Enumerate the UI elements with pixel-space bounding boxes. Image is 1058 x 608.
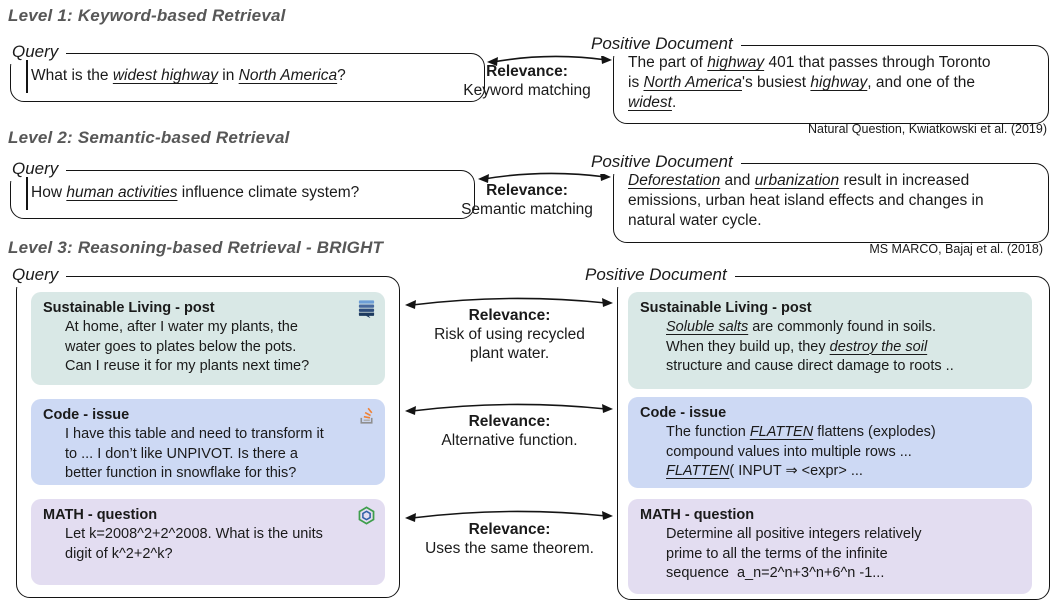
relevance-text: Uses the same theorem. — [425, 540, 594, 557]
card-title: Code - issue — [640, 405, 727, 421]
level1-query-text: What is the widest highway in North Amer… — [31, 67, 346, 84]
card-body: At home, after I water my plants, the wa… — [65, 319, 310, 374]
level3-query-label: Query — [9, 264, 67, 288]
level2-query-box: Query How human activities influence cli… — [9, 158, 475, 219]
level3-positive-doc-box: Positive Document Sustainable Living - p… — [582, 264, 1050, 600]
relevance-title: Relevance: — [468, 307, 551, 324]
doc-card-sustainable-living: Sustainable Living - post Soluble salts … — [628, 292, 1032, 389]
doc-card-code: Code - issue The function FLATTEN flatte… — [628, 397, 1032, 488]
level1-heading: Level 1: Keyword-based Retrieval — [8, 6, 286, 25]
level2-query-label: Query — [9, 158, 67, 182]
level3-query-box: Query Sustainable Living - post At home,… — [9, 264, 400, 598]
level1-positive-doc-box: Positive Document The part of highway 40… — [588, 33, 1049, 124]
double-arrow-icon — [404, 396, 614, 418]
double-arrow-icon — [477, 165, 611, 185]
level3-relevance-2: Relevance: Alternative function. — [412, 412, 607, 450]
relevance-text: Alternative function. — [441, 432, 578, 449]
aops-icon — [357, 506, 376, 525]
doc-card-math: MATH - question Determine all positive i… — [628, 499, 1032, 594]
double-arrow-icon — [404, 290, 614, 312]
level1-query-box: Query What is the widest highway in Nort… — [9, 41, 485, 102]
level3-doc-label: Positive Document — [582, 264, 735, 288]
double-arrow-icon — [486, 48, 612, 68]
level1-citation: Natural Question, Kwiatkowski et al. (20… — [808, 122, 1047, 136]
card-body: Determine all positive integers relative… — [666, 526, 922, 581]
level2-query-text: How human activities influence climate s… — [31, 184, 360, 201]
relevance-title: Relevance: — [468, 413, 551, 430]
level1-doc-text: The part of highway 401 that passes thro… — [628, 54, 991, 111]
query-card-math: MATH - question Let k=2008^2+2^2008. Wha… — [31, 499, 385, 585]
query-card-code: Code - issue I have this table and need … — [31, 399, 385, 485]
card-body: Soluble salts are commonly found in soil… — [666, 319, 954, 374]
card-title: Sustainable Living - post — [640, 300, 812, 316]
label-tick — [26, 60, 28, 93]
relevance-text: Risk of using recycled plant water. — [434, 326, 585, 362]
card-title: Code - issue — [43, 407, 130, 423]
level2-doc-label: Positive Document — [588, 151, 741, 175]
label-tick — [26, 177, 28, 210]
level2-positive-doc-box: Positive Document Deforestation and urba… — [588, 151, 1049, 243]
stack-overflow-icon — [357, 406, 376, 425]
card-title: MATH - question — [640, 507, 755, 523]
level3-heading: Level 3: Reasoning-based Retrieval - BRI… — [8, 238, 384, 257]
double-arrow-icon — [404, 503, 614, 525]
card-body: I have this table and need to transform … — [65, 426, 324, 481]
level2-citation: MS MARCO, Bajaj et al. (2018) — [869, 242, 1043, 256]
level2-relevance: Relevance: Semantic matching — [442, 181, 612, 219]
card-title: MATH - question — [43, 507, 158, 523]
relevance-title: Relevance: — [468, 521, 551, 538]
relevance-title: Relevance: — [486, 182, 568, 199]
level1-query-label: Query — [9, 41, 67, 65]
card-body: Let k=2008^2+2^2008. What is the units d… — [65, 526, 323, 562]
level2-doc-text: Deforestation and urbanization result in… — [628, 172, 984, 229]
card-title: Sustainable Living - post — [43, 300, 215, 316]
level1-relevance: Relevance: Keyword matching — [442, 62, 612, 100]
level3-relevance-1: Relevance: Risk of using recycled plant … — [412, 306, 607, 363]
level1-doc-label: Positive Document — [588, 33, 741, 57]
query-card-sustainable-living: Sustainable Living - post At home, after… — [31, 292, 385, 385]
relevance-title: Relevance: — [486, 63, 568, 80]
stack-exchange-icon — [357, 299, 376, 319]
relevance-text: Keyword matching — [463, 82, 591, 99]
level2-heading: Level 2: Semantic-based Retrieval — [8, 128, 290, 147]
level3-relevance-3: Relevance: Uses the same theorem. — [412, 520, 607, 558]
relevance-text: Semantic matching — [461, 201, 593, 218]
card-body: The function FLATTEN flattens (explodes)… — [666, 424, 936, 479]
